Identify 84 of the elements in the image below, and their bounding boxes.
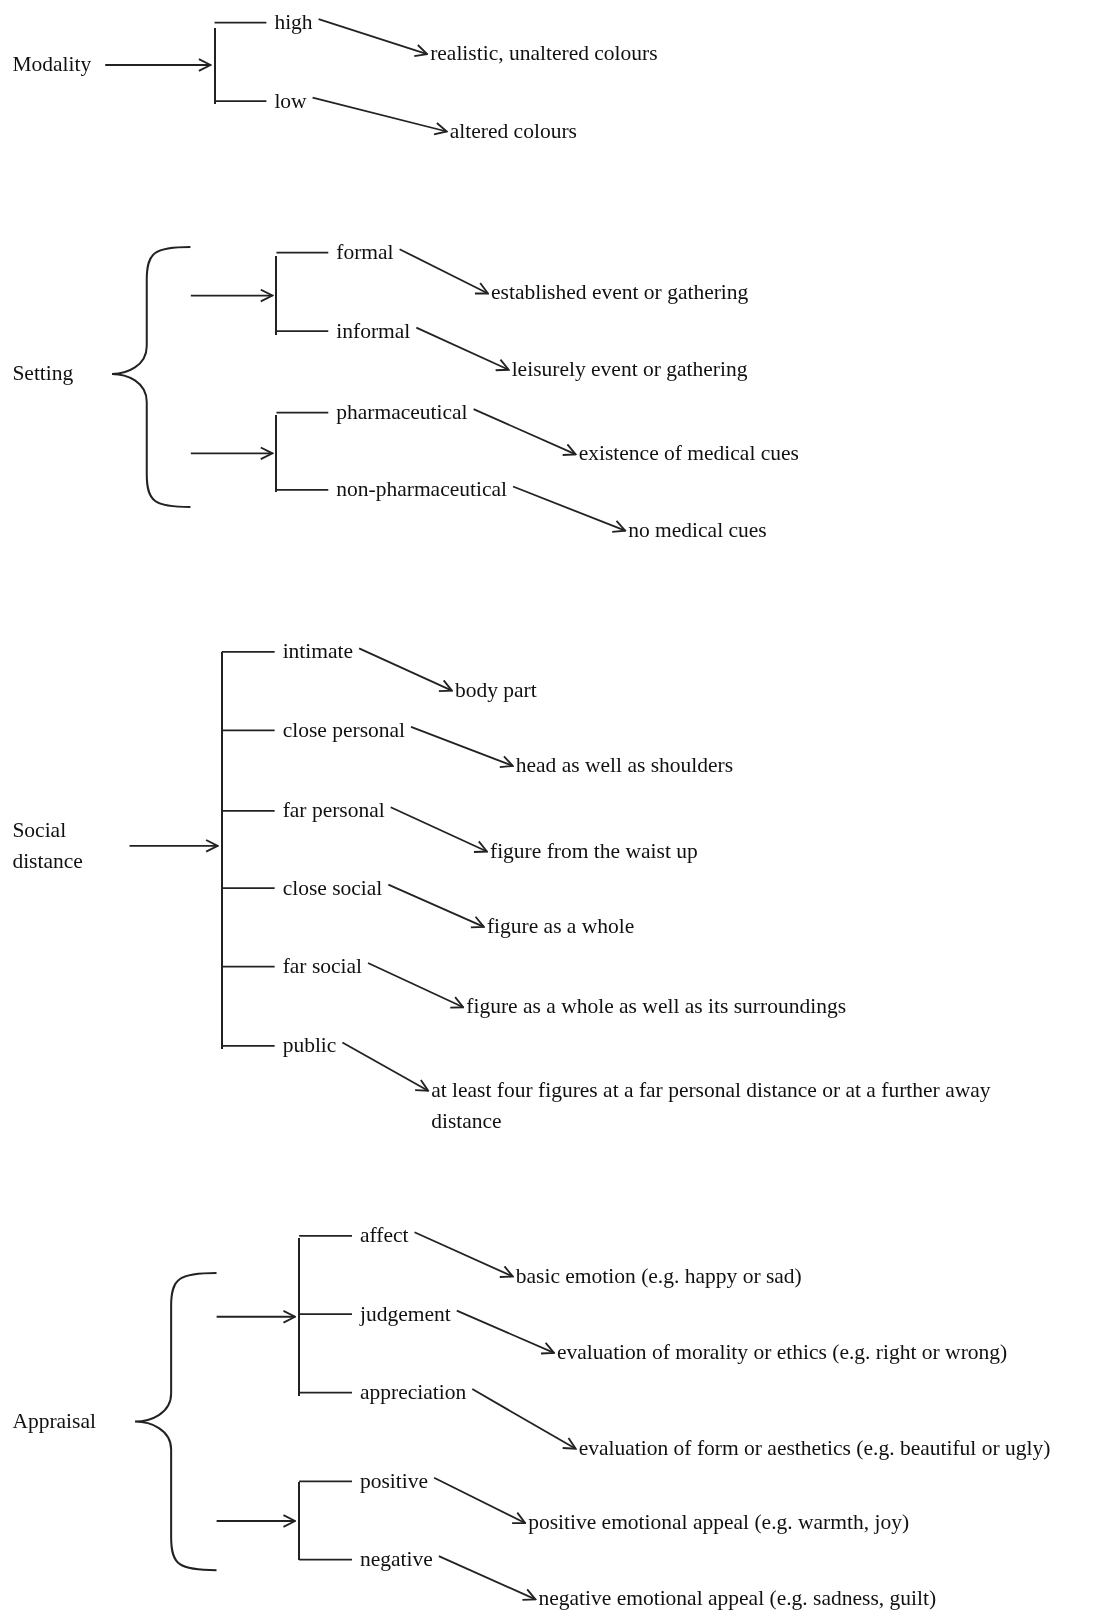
value-label: informal	[336, 315, 411, 347]
description-text: figure as a whole	[486, 910, 635, 942]
bracket-line	[275, 255, 278, 336]
description-text: figure as a whole as well as its surroundings	[466, 991, 846, 1023]
arrow	[189, 288, 274, 303]
arrow	[215, 1514, 297, 1528]
arrow	[341, 1041, 430, 1092]
bracket-line	[298, 1482, 301, 1560]
connector-line	[298, 1313, 353, 1316]
description-text: evaluation of morality or ethics (e.g. right or wrong)	[557, 1336, 1008, 1368]
connector-line	[213, 21, 268, 24]
value-label: low	[274, 85, 307, 117]
bracket-line	[298, 1237, 301, 1396]
value-label: formal	[336, 237, 394, 269]
description-text: leisurely event or gathering	[511, 353, 748, 385]
arrow	[128, 839, 219, 853]
connector-line	[298, 1234, 353, 1237]
description-text: basic emotion (e.g. happy or sad)	[515, 1260, 802, 1292]
value-label: public	[282, 1030, 337, 1062]
arrow	[512, 485, 627, 533]
bracket-line	[220, 651, 223, 1050]
description-text: established event or gathering	[491, 277, 749, 309]
arrow	[317, 18, 429, 58]
description-text: existence of medical cues	[578, 438, 799, 470]
value-label: close personal	[282, 714, 406, 746]
arrow	[367, 962, 465, 1009]
category-label: Social distance	[12, 814, 116, 877]
category-label: Appraisal	[12, 1405, 96, 1437]
description-text: negative emotional appeal (e.g. sadness, guilt)	[538, 1583, 937, 1615]
arrow	[189, 446, 274, 461]
description-text: positive emotional appeal (e.g. warmth, joy)	[528, 1507, 910, 1539]
bracket-line	[213, 27, 216, 105]
value-label: intimate	[282, 636, 354, 668]
arrow	[389, 806, 488, 853]
connector-line	[220, 1045, 276, 1047]
arrow	[455, 1309, 555, 1355]
connector-line	[298, 1391, 353, 1394]
value-label: judgement	[360, 1298, 451, 1330]
value-label: close social	[282, 872, 383, 904]
connector-line	[220, 965, 276, 968]
arrow	[104, 58, 212, 72]
value-label: high	[274, 7, 313, 39]
category-label: Setting	[12, 357, 74, 389]
connector-line	[298, 1480, 353, 1483]
value-label: positive	[360, 1465, 429, 1497]
description-text: no medical cues	[628, 514, 767, 546]
arrow	[387, 883, 485, 929]
value-label: affect	[360, 1220, 409, 1252]
arrow	[358, 647, 453, 692]
description-text: figure from the waist up	[489, 835, 698, 867]
description-text: evaluation of form or aesthetics (e.g. beautiful or ugly)	[578, 1432, 1079, 1464]
connector-line	[220, 651, 276, 653]
category-label: Modality	[12, 49, 92, 81]
arrow	[437, 1555, 537, 1601]
value-label: non-pharmaceutical	[336, 474, 507, 506]
value-label: far personal	[282, 795, 385, 827]
arrow	[415, 326, 510, 372]
connector-line	[275, 489, 330, 491]
value-label: appreciation	[360, 1377, 467, 1409]
connector-line	[220, 809, 276, 812]
arrow	[413, 1231, 514, 1278]
description-text: at least four figures at a far personal distance or at a further away distance	[431, 1074, 997, 1137]
connector-line	[213, 100, 268, 102]
connector-line	[220, 729, 276, 732]
arrow	[410, 725, 514, 769]
value-label: negative	[360, 1544, 433, 1576]
connector-line	[275, 251, 330, 254]
description-text: realistic, unaltered colours	[430, 38, 658, 70]
description-text: head as well as shoulders	[515, 749, 734, 781]
arrow	[311, 96, 448, 136]
arrow	[215, 1310, 297, 1324]
arrow	[433, 1476, 527, 1524]
connector-line	[220, 887, 276, 890]
value-label: pharmaceutical	[336, 397, 468, 429]
value-label: far social	[282, 951, 363, 983]
connector-line	[275, 411, 330, 414]
arrow	[472, 408, 577, 456]
arrow	[398, 248, 489, 295]
bracket-line	[275, 414, 278, 493]
description-text: body part	[454, 674, 537, 706]
arrow	[471, 1388, 577, 1450]
connector-line	[298, 1558, 353, 1561]
connector-line	[275, 330, 330, 332]
description-text: altered colours	[449, 115, 577, 147]
